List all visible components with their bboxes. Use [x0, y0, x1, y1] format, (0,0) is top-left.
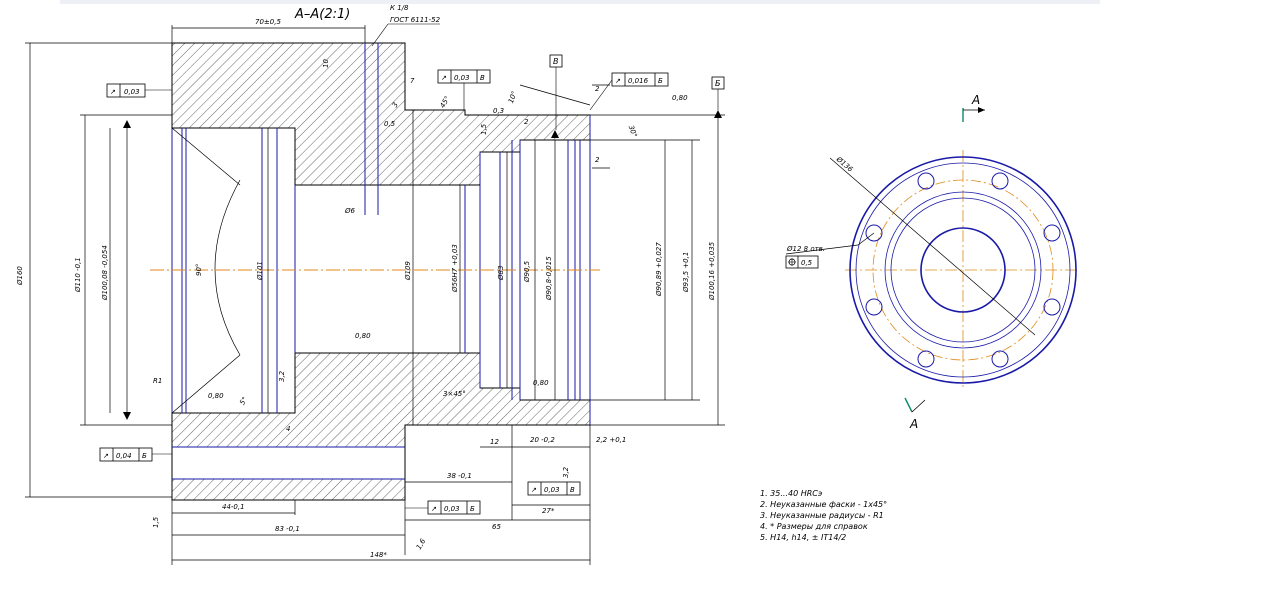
tolerance-frame-6: ↗ 0,03 Б [405, 500, 481, 515]
dim-dia9089: Ø90,89 +0,027 [655, 242, 663, 297]
datum-box-v: В [549, 54, 563, 130]
dim-dia905: Ø90,5 [523, 260, 531, 283]
tolerance-frame-4: ↗ 0,04 Б [99, 447, 172, 462]
dim-dia935: Ø93,5 +0,1 [682, 252, 690, 293]
svg-text:↗: ↗ [441, 74, 447, 82]
thread-callout-line1: К 1/8 [390, 4, 409, 12]
dim-dia100: Ø100,08 -0,054 [101, 245, 109, 301]
dim-r1: R1 [153, 377, 162, 385]
svg-text:↗: ↗ [615, 77, 621, 85]
angle-5: 5° [238, 396, 249, 407]
svg-text:↗: ↗ [531, 486, 537, 494]
rough-08c: 0,80 [533, 379, 549, 387]
svg-text:Б: Б [658, 77, 663, 85]
svg-text:В: В [480, 74, 485, 82]
dim-2b: 2 [595, 156, 600, 164]
rough-08b: 0,80 [355, 332, 371, 340]
dim-dia83: Ø83 [497, 266, 505, 281]
note-4: 4. * Размеры для справок [760, 522, 868, 531]
svg-text:↗: ↗ [110, 88, 116, 96]
dim-32b: 3,2 [562, 466, 570, 478]
svg-text:0,03: 0,03 [124, 88, 140, 96]
diameter-labels: Ø160 Ø110 -0,1 Ø100,08 -0,054 Ø101 Ø109 … [16, 59, 716, 551]
top-strip [60, 0, 1100, 4]
note-3: 3. Неуказанные радиусы - R1 [760, 511, 884, 520]
dim-dia908: Ø90,8-0,015 [545, 256, 553, 301]
dim-148: 148* [370, 551, 387, 559]
dim-4: 4 [286, 425, 290, 433]
dim-dia6: Ø6 [344, 207, 356, 215]
dim-27: 27* [542, 507, 555, 515]
dim-7: 7 [410, 77, 415, 85]
angle-30: 30° [627, 124, 639, 138]
thread-callout-line2: ГОСТ 6111-52 [390, 16, 441, 24]
svg-text:0,03: 0,03 [544, 486, 560, 494]
svg-text:Б: Б [715, 79, 721, 88]
dim-32a: 3,2 [278, 370, 286, 382]
dim-83: 83 -0,1 [275, 525, 300, 533]
section-mark-top: А [971, 93, 980, 107]
position-tolerance-frame: 0,5 [785, 255, 819, 269]
angle-45: 45° [439, 95, 452, 110]
datum-markers [123, 110, 722, 420]
svg-text:0,016: 0,016 [628, 77, 649, 85]
svg-text:0,04: 0,04 [116, 452, 132, 460]
dim-dia109: Ø109 [404, 261, 412, 281]
dimension-lines [25, 25, 725, 565]
dim-38: 38 -0,1 [447, 472, 472, 480]
note-2: 2. Неуказанные фаски - 1х45° [760, 500, 888, 509]
rough-16: 1,6 [415, 537, 428, 551]
svg-text:0,5: 0,5 [801, 259, 813, 267]
rough-08d: 0,80 [208, 392, 224, 400]
svg-text:Б: Б [142, 452, 147, 460]
svg-text:0,03: 0,03 [454, 74, 470, 82]
dim-dia101: Ø101 [256, 261, 264, 281]
svg-text:↗: ↗ [431, 505, 437, 513]
section-title: А–А(2:1) [294, 7, 350, 22]
dim-dia160: Ø160 [16, 266, 24, 286]
dim-2c: 2 [524, 118, 529, 126]
dim-15b: 1,5 [152, 516, 160, 528]
tolerance-frame-3: ↗ 0,016 Б [589, 72, 669, 111]
svg-text:0,03: 0,03 [444, 505, 460, 513]
dim-12: 12 [490, 438, 499, 446]
technical-notes: 1. 35...40 HRCэ 2. Неуказанные фаски - 1… [760, 488, 887, 543]
dim-2a: 2 [595, 85, 600, 93]
tolerance-frame-1: ↗ 0,03 [106, 83, 172, 98]
dim-dia56: Ø56H7 +0,03 [451, 244, 459, 293]
tolerance-frame-2: ↗ 0,03 В [437, 69, 491, 110]
dim-thread-len: 10 [322, 59, 330, 68]
dim-3: 3 [391, 101, 400, 109]
angle-90: 90° [195, 264, 203, 276]
holes-label: Ø12 8 отв. [786, 245, 825, 253]
tolerance-frame-5: ↗ 0,03 В [527, 481, 581, 496]
end-view: А А Ø136 Ø12 8 отв. 0,5 [785, 93, 1080, 431]
dim-dia10016: Ø100,16 +0,035 [708, 241, 716, 301]
dim-3x45: 3×45° [443, 390, 466, 398]
svg-text:В: В [570, 486, 575, 494]
dim-top-length: 70±0,5 [255, 18, 281, 26]
dim-22: 2,2 +0,1 [596, 436, 626, 444]
dim-03: 0,3 [493, 107, 504, 115]
section-body [171, 42, 591, 501]
svg-text:Б: Б [470, 505, 475, 513]
dim-65: 65 [492, 523, 501, 531]
note-1: 1. 35...40 HRCэ [760, 489, 823, 498]
rough-08a: 0,80 [672, 94, 688, 102]
dim-20: 20 -0,2 [530, 436, 555, 444]
section-mark-bottom: А [909, 417, 918, 431]
note-5: 5. H14, h14, ± IT14/2 [760, 533, 847, 542]
dim-05: 0,5 [384, 120, 396, 128]
dim-15: 1,5 [480, 123, 488, 135]
datum-box-b: Б [711, 76, 725, 110]
angle-10: 10° [507, 90, 519, 104]
svg-text:В: В [553, 57, 559, 66]
svg-text:↗: ↗ [103, 452, 109, 460]
dim-44: 44-0,1 [222, 503, 245, 511]
dim-dia110: Ø110 -0,1 [74, 257, 82, 293]
